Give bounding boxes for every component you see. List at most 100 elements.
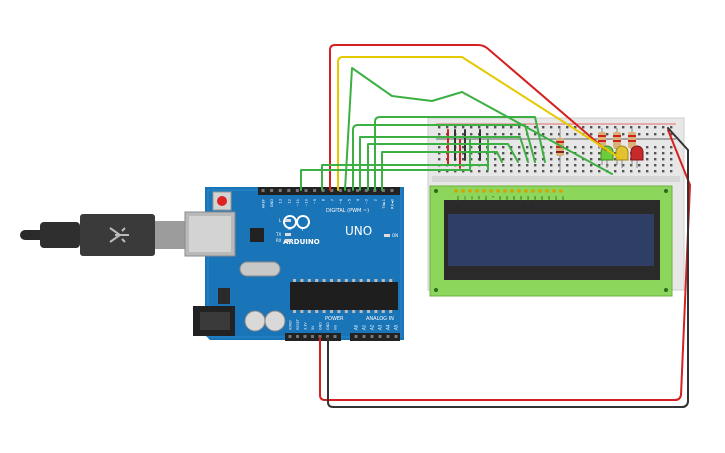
breadboard-hole[interactable]: [630, 170, 633, 173]
lcd-pin[interactable]: [517, 189, 521, 193]
breadboard-hole[interactable]: [486, 126, 489, 129]
breadboard-hole[interactable]: [646, 170, 649, 173]
breadboard-hole[interactable]: [550, 164, 553, 167]
breadboard-hole[interactable]: [494, 133, 497, 136]
breadboard-hole[interactable]: [582, 146, 585, 149]
breadboard-hole[interactable]: [470, 126, 473, 129]
header-pin[interactable]: [390, 189, 394, 192]
header-pin[interactable]: [356, 189, 360, 192]
header-pin[interactable]: [270, 189, 274, 192]
lcd-pin[interactable]: [545, 189, 549, 193]
breadboard-hole[interactable]: [606, 126, 609, 129]
lcd-pin[interactable]: [496, 189, 500, 193]
header-pin[interactable]: [338, 189, 342, 192]
breadboard-hole[interactable]: [454, 170, 457, 173]
breadboard-hole[interactable]: [590, 158, 593, 161]
breadboard-hole[interactable]: [478, 126, 481, 129]
breadboard-hole[interactable]: [590, 133, 593, 136]
header-pin[interactable]: [381, 189, 385, 192]
lcd-pin[interactable]: [461, 189, 465, 193]
breadboard-hole[interactable]: [438, 146, 441, 149]
header-pin[interactable]: [311, 335, 314, 338]
header-pin[interactable]: [394, 335, 398, 338]
breadboard-hole[interactable]: [550, 152, 553, 155]
breadboard-hole[interactable]: [566, 133, 569, 136]
lcd-pin[interactable]: [510, 189, 514, 193]
breadboard-hole[interactable]: [574, 170, 577, 173]
breadboard-hole[interactable]: [638, 133, 641, 136]
breadboard-hole[interactable]: [534, 146, 537, 149]
breadboard-hole[interactable]: [518, 133, 521, 136]
breadboard-hole[interactable]: [614, 164, 617, 167]
breadboard-hole[interactable]: [670, 158, 673, 161]
breadboard-hole[interactable]: [662, 164, 665, 167]
breadboard-hole[interactable]: [614, 170, 617, 173]
breadboard-hole[interactable]: [558, 126, 561, 129]
header-pin[interactable]: [304, 189, 308, 192]
lcd-pin[interactable]: [524, 189, 528, 193]
header-pin[interactable]: [347, 189, 351, 192]
breadboard-hole[interactable]: [606, 133, 609, 136]
breadboard-hole[interactable]: [662, 170, 665, 173]
breadboard-hole[interactable]: [534, 164, 537, 167]
breadboard-hole[interactable]: [518, 126, 521, 129]
breadboard-hole[interactable]: [646, 158, 649, 161]
breadboard-hole[interactable]: [614, 158, 617, 161]
breadboard-hole[interactable]: [518, 164, 521, 167]
breadboard-hole[interactable]: [446, 126, 449, 129]
breadboard-hole[interactable]: [670, 164, 673, 167]
breadboard-hole[interactable]: [502, 152, 505, 155]
breadboard-hole[interactable]: [494, 146, 497, 149]
breadboard-hole[interactable]: [654, 158, 657, 161]
breadboard-hole[interactable]: [654, 164, 657, 167]
breadboard-hole[interactable]: [646, 126, 649, 129]
breadboard-hole[interactable]: [494, 152, 497, 155]
breadboard-hole[interactable]: [438, 152, 441, 155]
breadboard-hole[interactable]: [670, 133, 673, 136]
header-pin[interactable]: [333, 335, 337, 338]
breadboard-hole[interactable]: [542, 146, 545, 149]
breadboard-hole[interactable]: [598, 164, 601, 167]
header-pin[interactable]: [321, 189, 325, 192]
breadboard-hole[interactable]: [646, 164, 649, 167]
breadboard-hole[interactable]: [526, 146, 529, 149]
breadboard-hole[interactable]: [502, 146, 505, 149]
breadboard-hole[interactable]: [598, 170, 601, 173]
breadboard-hole[interactable]: [566, 164, 569, 167]
breadboard-hole[interactable]: [510, 133, 513, 136]
breadboard-hole[interactable]: [662, 158, 665, 161]
lcd-pin[interactable]: [475, 189, 479, 193]
breadboard-hole[interactable]: [566, 170, 569, 173]
lcd-pin[interactable]: [538, 189, 542, 193]
breadboard-hole[interactable]: [542, 126, 545, 129]
breadboard-hole[interactable]: [534, 152, 537, 155]
lcd-pin[interactable]: [503, 189, 507, 193]
breadboard-hole[interactable]: [558, 164, 561, 167]
breadboard-hole[interactable]: [470, 133, 473, 136]
breadboard-hole[interactable]: [462, 133, 465, 136]
breadboard-hole[interactable]: [590, 126, 593, 129]
breadboard-hole[interactable]: [462, 152, 465, 155]
breadboard-hole[interactable]: [550, 170, 553, 173]
header-pin[interactable]: [386, 335, 390, 338]
breadboard-hole[interactable]: [614, 152, 617, 155]
header-pin[interactable]: [364, 189, 368, 192]
header-pin[interactable]: [318, 335, 322, 338]
breadboard-hole[interactable]: [502, 126, 505, 129]
breadboard-hole[interactable]: [518, 158, 521, 161]
breadboard-hole[interactable]: [550, 158, 553, 161]
breadboard-hole[interactable]: [654, 170, 657, 173]
breadboard-hole[interactable]: [502, 158, 505, 161]
breadboard-hole[interactable]: [454, 126, 457, 129]
breadboard-hole[interactable]: [598, 158, 601, 161]
breadboard-hole[interactable]: [670, 170, 673, 173]
breadboard-hole[interactable]: [438, 133, 441, 136]
breadboard-hole[interactable]: [486, 133, 489, 136]
lcd-pin[interactable]: [482, 189, 486, 193]
breadboard-hole[interactable]: [550, 133, 553, 136]
breadboard-hole[interactable]: [566, 146, 569, 149]
breadboard-hole[interactable]: [662, 152, 665, 155]
breadboard-hole[interactable]: [470, 146, 473, 149]
breadboard-hole[interactable]: [526, 170, 529, 173]
breadboard-hole[interactable]: [598, 152, 601, 155]
